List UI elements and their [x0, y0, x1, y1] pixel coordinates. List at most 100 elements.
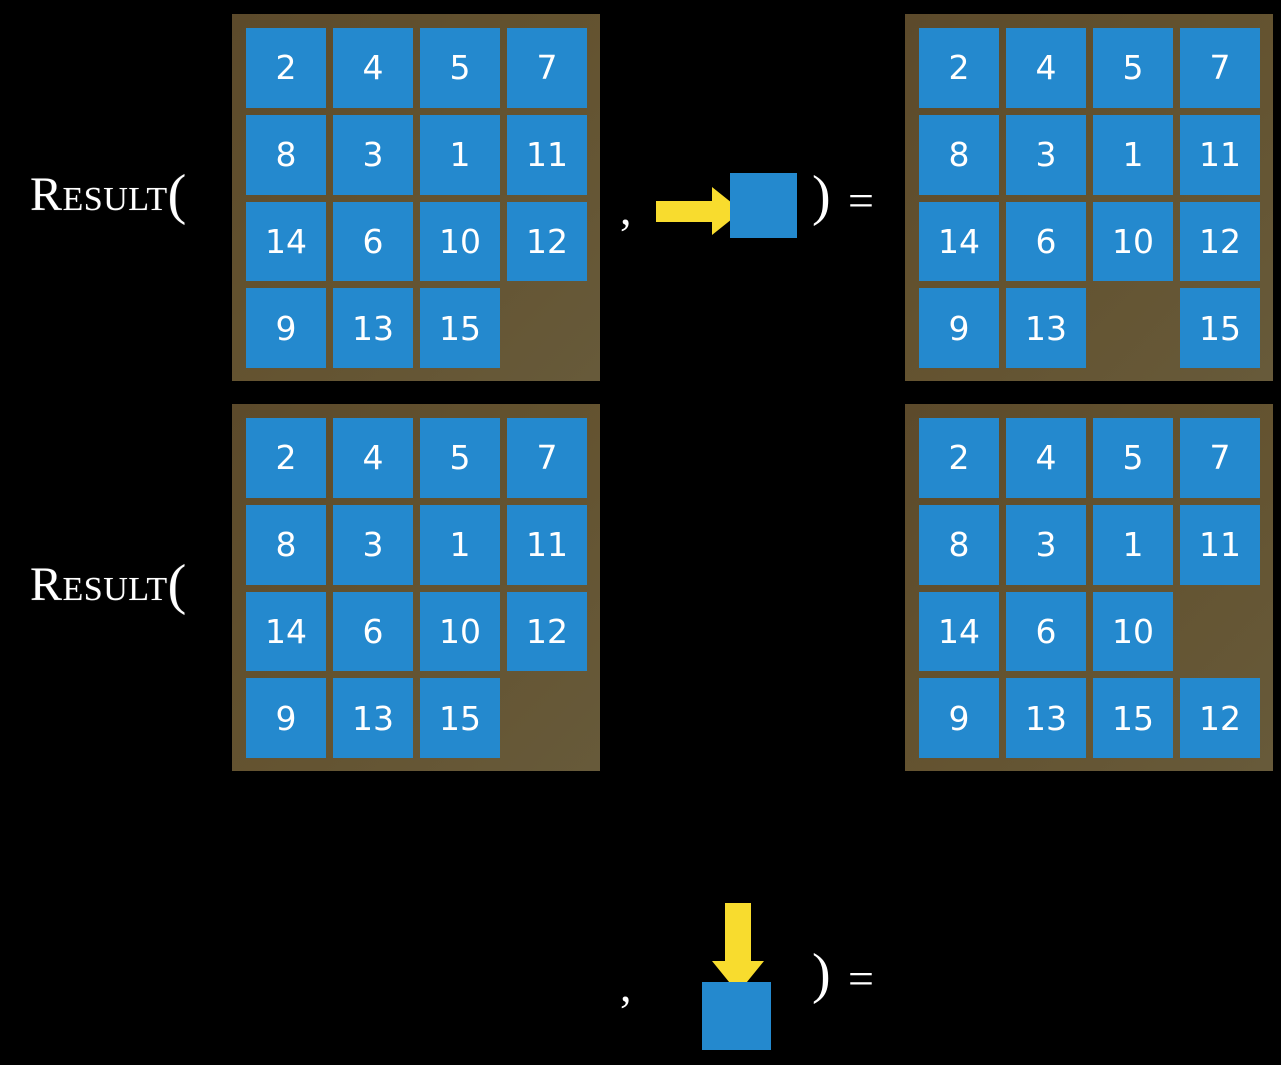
tile[interactable]: 8: [919, 114, 999, 195]
blank-slot: [1180, 592, 1260, 672]
tile[interactable]: 4: [1006, 28, 1086, 108]
tile-cell: 5: [420, 418, 500, 498]
tile[interactable]: 13: [333, 678, 413, 758]
tile-cell: 13: [333, 678, 413, 758]
tile[interactable]: 1: [1093, 504, 1173, 585]
tile-cell: 7: [1180, 28, 1260, 108]
tile[interactable]: 15: [420, 678, 500, 758]
tile[interactable]: 2: [246, 418, 326, 498]
tile[interactable]: 4: [1006, 418, 1086, 498]
tile[interactable]: 9: [246, 678, 326, 758]
tile[interactable]: 8: [919, 504, 999, 585]
tile[interactable]: 5: [420, 28, 500, 108]
tile[interactable]: 10: [1093, 591, 1173, 672]
move-right-action[interactable]: [650, 165, 810, 255]
tile-cell: 6: [333, 201, 413, 282]
tile[interactable]: 10: [420, 201, 500, 282]
tile[interactable]: 11: [507, 114, 587, 195]
blank-slot: [507, 288, 587, 368]
tile[interactable]: 12: [507, 591, 587, 672]
tile[interactable]: 8: [246, 504, 326, 585]
empty-cell: [507, 288, 587, 368]
close-paren-top: ): [812, 165, 831, 227]
tile[interactable]: 1: [420, 114, 500, 195]
tile[interactable]: 12: [507, 201, 587, 282]
tile-cell: 9: [919, 678, 999, 758]
tile-cell: 5: [1093, 28, 1173, 108]
tile[interactable]: 2: [919, 418, 999, 498]
tile[interactable]: 7: [507, 28, 587, 108]
tile[interactable]: 6: [333, 201, 413, 282]
tile[interactable]: 11: [507, 504, 587, 585]
tile[interactable]: 3: [1006, 504, 1086, 585]
equation-row-top: Result( 2 4 5 7 8 3 1 11 14 6 10 12 9 13…: [0, 0, 1281, 390]
tile-cell: 11: [507, 504, 587, 585]
action-tile[interactable]: [730, 173, 797, 238]
tile[interactable]: 4: [333, 28, 413, 108]
tile[interactable]: 5: [420, 418, 500, 498]
tile[interactable]: 11: [1180, 504, 1260, 585]
input-board-top: 2 4 5 7 8 3 1 11 14 6 10 12 9 13 15: [232, 14, 600, 381]
tile[interactable]: 1: [420, 504, 500, 585]
tile[interactable]: 15: [1093, 678, 1173, 758]
tile[interactable]: 7: [1180, 418, 1260, 498]
tile[interactable]: 13: [1006, 288, 1086, 368]
tile[interactable]: 13: [333, 288, 413, 368]
tile[interactable]: 2: [919, 28, 999, 108]
tile[interactable]: 8: [246, 114, 326, 195]
tile[interactable]: 6: [1006, 201, 1086, 282]
tile-cell: 5: [1093, 418, 1173, 498]
tile-cell: 15: [420, 678, 500, 758]
tile-cell: 5: [420, 28, 500, 108]
tile[interactable]: 14: [919, 201, 999, 282]
tile[interactable]: 1: [1093, 114, 1173, 195]
tile[interactable]: 9: [246, 288, 326, 368]
tile-cell: 2: [246, 28, 326, 108]
tile[interactable]: 15: [1180, 288, 1260, 368]
close-paren-bottom: ): [812, 943, 831, 1005]
tile[interactable]: 3: [333, 114, 413, 195]
tile[interactable]: 9: [919, 288, 999, 368]
tile[interactable]: 2: [246, 28, 326, 108]
tile-cell: 7: [507, 418, 587, 498]
comma-separator-bottom: ,: [620, 960, 632, 1011]
tile[interactable]: 15: [420, 288, 500, 368]
tile[interactable]: 4: [333, 418, 413, 498]
tile-cell: 4: [1006, 418, 1086, 498]
tile[interactable]: 5: [1093, 418, 1173, 498]
tile[interactable]: 3: [1006, 114, 1086, 195]
tile[interactable]: 10: [420, 591, 500, 672]
equals-sign-bottom: =: [848, 953, 874, 1004]
tile-cell: 2: [246, 418, 326, 498]
tile-cell: 6: [1006, 591, 1086, 672]
tile-cell: 10: [1093, 591, 1173, 672]
tile-cell: 12: [1180, 678, 1260, 758]
tile[interactable]: 14: [246, 201, 326, 282]
tile-cell: 8: [919, 114, 999, 195]
move-down-action[interactable]: [690, 895, 800, 1065]
input-board-bottom-grid: 2 4 5 7 8 3 1 11 14 6 10 12 9 13 15: [246, 418, 587, 758]
result-word-bottom: Result: [30, 558, 168, 611]
tile[interactable]: 14: [246, 591, 326, 672]
tile[interactable]: 5: [1093, 28, 1173, 108]
tile-cell: 14: [246, 591, 326, 672]
tile-cell: 14: [919, 591, 999, 672]
tile[interactable]: 12: [1180, 201, 1260, 282]
tile[interactable]: 7: [507, 418, 587, 498]
tile[interactable]: 10: [1093, 201, 1173, 282]
tile-cell: 14: [919, 201, 999, 282]
tile[interactable]: 9: [919, 678, 999, 758]
tile[interactable]: 14: [919, 591, 999, 672]
tile[interactable]: 6: [1006, 591, 1086, 672]
tile[interactable]: 3: [333, 504, 413, 585]
tile[interactable]: 12: [1180, 678, 1260, 758]
tile[interactable]: 11: [1180, 114, 1260, 195]
tile[interactable]: 13: [1006, 678, 1086, 758]
result-word-top: Result: [30, 168, 168, 221]
tile-cell: 11: [507, 114, 587, 195]
open-paren-bottom: (: [167, 554, 187, 616]
tile[interactable]: 6: [333, 591, 413, 672]
tile[interactable]: 7: [1180, 28, 1260, 108]
action-tile[interactable]: [702, 982, 771, 1050]
